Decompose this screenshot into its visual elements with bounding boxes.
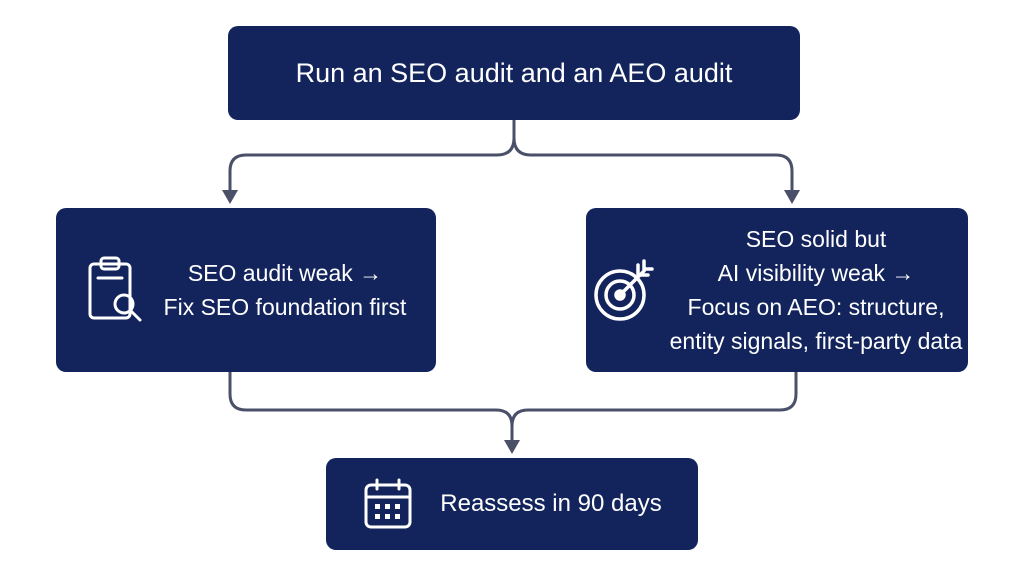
connector-to-left-branch	[228, 118, 516, 202]
connector-from-left-branch	[228, 370, 514, 450]
arrowhead-right-branch	[784, 190, 800, 204]
connector-from-right-branch	[510, 370, 798, 428]
connector-to-right-branch	[512, 136, 794, 202]
branch-right-line-3: Focus on AEO: structure,	[687, 294, 945, 320]
branch-left-line-1: SEO audit weak →	[187, 260, 383, 286]
branch-node-aeo-focus: SEO solid but AI visibility weak → Focus…	[586, 208, 968, 372]
arrowhead-bottom	[504, 440, 520, 454]
branch-right-line-1: SEO solid but	[745, 226, 887, 252]
end-node-label: Reassess in 90 days	[440, 490, 662, 517]
branch-right-line-2: AI visibility weak →	[717, 260, 915, 286]
end-node-reassess: Reassess in 90 days	[326, 458, 698, 550]
branch-left-line-2: Fix SEO foundation first	[163, 294, 407, 320]
arrowhead-left-branch	[222, 190, 238, 204]
target-arrow-icon	[592, 257, 658, 323]
branch-right-line-4: entity signals, first-party data	[669, 328, 963, 354]
branch-node-seo-weak: SEO audit weak → Fix SEO foundation firs…	[56, 208, 436, 372]
calendar-icon	[362, 477, 414, 531]
branch-right-text: SEO solid but AI visibility weak → Focus…	[670, 222, 963, 358]
start-node-audit: Run an SEO audit and an AEO audit	[228, 26, 800, 120]
clipboard-search-icon	[86, 254, 146, 326]
branch-left-text: SEO audit weak → Fix SEO foundation firs…	[164, 256, 407, 324]
start-node-label: Run an SEO audit and an AEO audit	[295, 57, 733, 88]
